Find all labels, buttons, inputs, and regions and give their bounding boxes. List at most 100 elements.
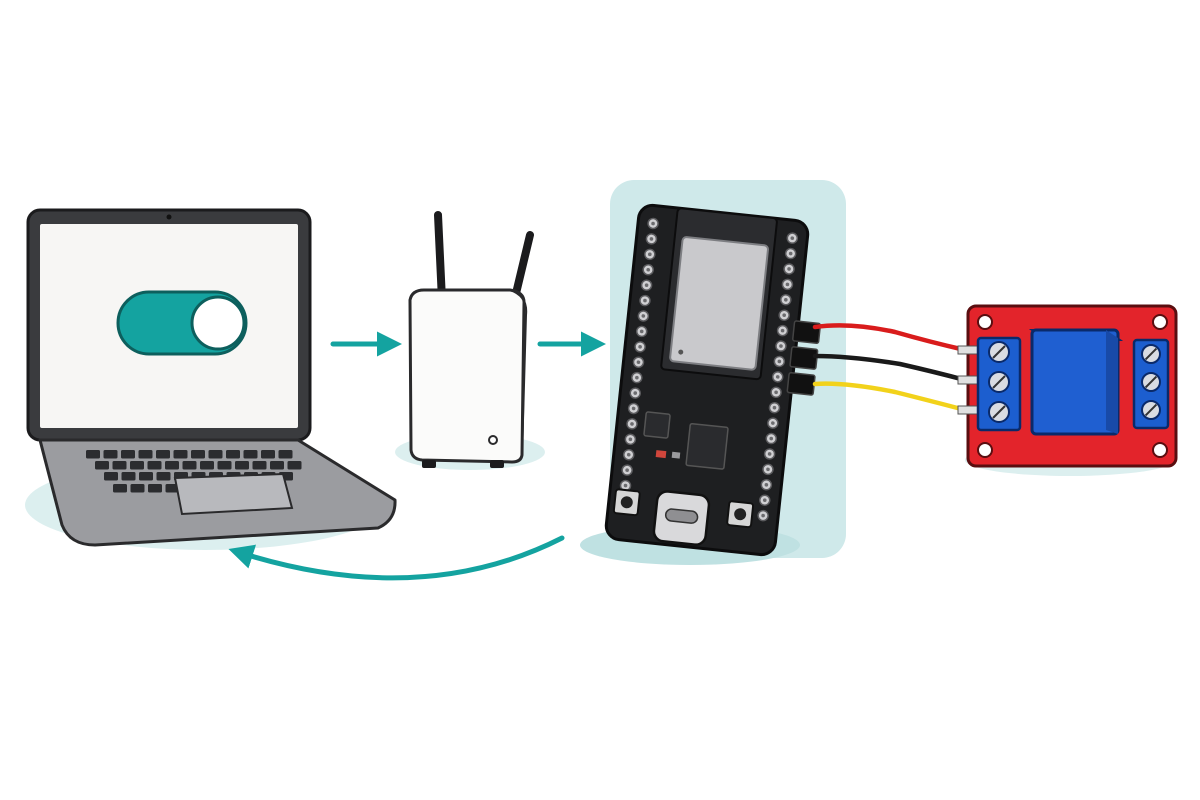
toggle-switch-icon[interactable] [116,290,248,356]
relay-cube-side [1106,330,1118,434]
keyboard-key[interactable] [165,461,179,470]
router-status-led [488,435,498,445]
keyboard-key[interactable] [287,461,302,470]
header-pin-hole [636,360,641,365]
keyboard-key[interactable] [130,461,144,470]
signal-wires [812,323,968,413]
mount-hole-tl [977,314,993,330]
keyboard-key[interactable] [113,484,127,493]
keyboard-key[interactable] [208,450,223,459]
keyboard-key[interactable] [226,450,240,459]
header-pin-hole [790,236,795,240]
header-pin-hole [782,313,786,318]
keyboard-key[interactable] [156,450,170,459]
keyboard-key[interactable] [112,461,127,470]
input-pin-2 [957,375,981,385]
header-pin-hole [774,390,778,395]
header-pin-hole [625,468,629,472]
screw-slot [992,405,1006,419]
header-pin-hole [626,452,631,457]
relay-cube [1030,328,1120,436]
board-pin-header-right [757,232,799,522]
header-pin-hole [777,359,782,364]
input-pin-3 [957,405,981,415]
keyboard-key[interactable] [130,484,145,493]
keyboard-key[interactable] [95,461,109,470]
router-body [408,288,526,464]
esp32-board-icon [604,203,822,557]
reset-button-cap [734,508,747,521]
header-pin-hole [766,467,770,472]
keyboard-key[interactable] [261,450,275,459]
header-pin-hole [775,375,780,379]
screw-slot [1144,347,1158,361]
keyboard-key[interactable] [252,461,267,470]
keyboard-key[interactable] [121,450,135,459]
keyboard-key[interactable] [139,472,153,481]
keyboard-key[interactable] [270,461,284,470]
header-pin-hole [767,452,772,456]
laptop-icon [25,208,397,550]
keyboard-key[interactable] [191,450,205,459]
header-pin-hole [635,375,639,380]
keyboard-key[interactable] [217,461,232,470]
jumper-connector-red [792,320,822,344]
keyboard-key[interactable] [121,472,136,481]
keyboard-key[interactable] [182,461,197,470]
keyboard-key[interactable] [156,472,171,481]
header-pin-hole [641,314,646,318]
header-pin-hole [784,297,788,302]
router-antenna-left [434,211,446,304]
header-pin-hole [623,483,628,488]
keyboard-key[interactable] [235,461,249,470]
header-pin-hole [649,237,654,241]
terminal-screws-left [988,341,1010,423]
input-pin-1 [957,345,981,355]
boot-button-cap [620,496,633,509]
keyboard-key[interactable] [147,461,162,470]
relay-module-icon [957,304,1178,476]
wire-red [812,323,968,353]
return-arrow-board-to-laptop [228,535,565,581]
header-pin-hole [772,405,777,410]
usb-uart-chip [685,422,729,470]
header-pin-hole [628,437,633,442]
keyboard-key[interactable] [173,450,188,459]
router-foot-right [490,460,504,468]
keyboard-key[interactable] [104,472,118,481]
header-pin-hole [787,267,791,271]
laptop-touchpad [173,472,294,516]
header-pin-hole [771,421,775,425]
keyboard-key[interactable] [243,450,258,459]
header-pin-hole [643,298,647,303]
header-pin-hole [788,251,793,256]
header-pin-hole [761,513,765,518]
keyboard-key[interactable] [86,450,100,459]
mount-hole-tr [1152,314,1168,330]
header-pin-hole [651,221,655,226]
keyboard-key[interactable] [278,450,293,459]
terminal-screws-right [1141,344,1161,420]
header-pin-hole [633,391,638,395]
header-pin-hole [779,344,783,348]
header-pin-hole [631,406,636,411]
header-pin-hole [648,252,652,257]
keyboard-key[interactable] [138,450,153,459]
header-pin-hole [646,267,651,272]
header-pin-hole [630,422,634,426]
keyboard-key[interactable] [103,450,118,459]
header-pin-hole [762,498,767,502]
header-pin-hole [780,328,785,333]
header-pin-hole [764,482,769,487]
mount-hole-bl [977,442,993,458]
keyboard-key[interactable] [148,484,162,493]
screw-slot [1144,403,1158,417]
keyboard-key[interactable] [200,461,214,470]
wifi-module-shield [669,236,769,371]
jumper-connector-black [789,346,819,370]
header-pin-hole [644,283,649,287]
screw-slot [992,375,1006,389]
router-foot-left [422,460,436,468]
module-dot [678,349,684,355]
